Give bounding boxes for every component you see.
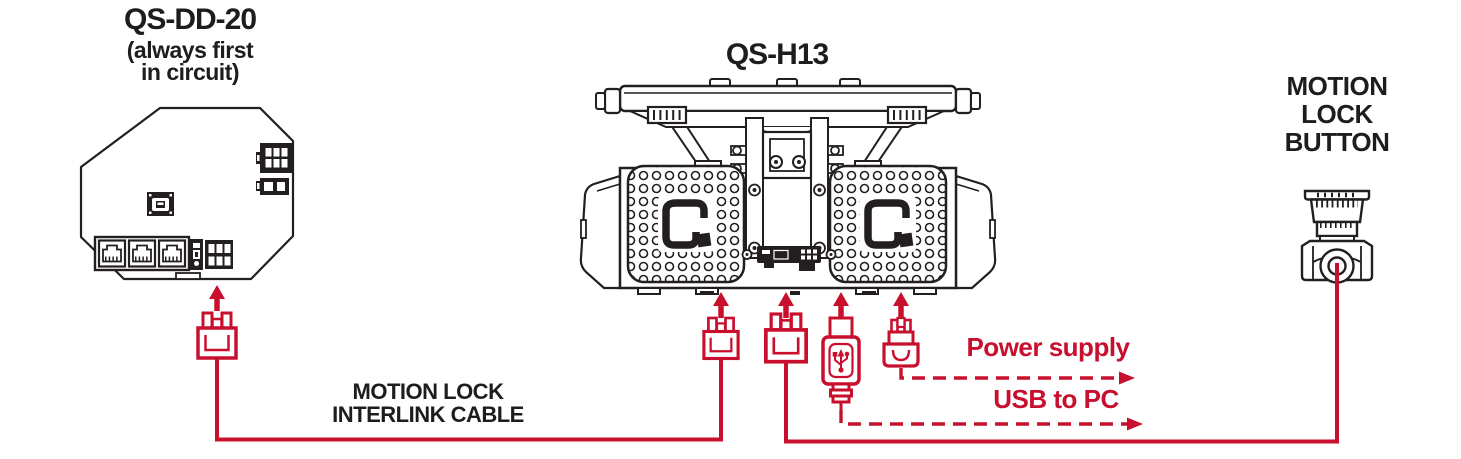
interlink-plug-icon	[196, 311, 238, 360]
interlink-plug-icon	[702, 316, 740, 361]
cabling-layer	[196, 263, 1339, 444]
power-supply-label: Power supply	[966, 332, 1130, 362]
right-device-title-line2: LOCK	[1301, 99, 1373, 129]
under-bar-plate	[629, 105, 945, 136]
left-device-title: QS-DD-20	[123, 3, 257, 36]
qs-dd-20-illustration	[79, 106, 295, 281]
six-pin-connector-bottom	[205, 240, 233, 269]
qs-h13-illustration	[579, 78, 997, 295]
center-device-title: QS-H13	[725, 38, 829, 71]
interlink-cable-label-line1: MOTION LOCK	[352, 379, 504, 404]
right-device-title-line3: BUTTON	[1284, 127, 1390, 157]
left-device-subtitle-line1: (always first	[126, 37, 254, 63]
interlink-plug-icon	[764, 312, 808, 364]
housing-notch	[175, 272, 201, 280]
left-grille	[626, 164, 746, 284]
rj45-jack	[159, 241, 185, 267]
arrow-up-icon	[209, 285, 225, 311]
rj45-jack	[99, 241, 125, 267]
dip-switch	[190, 239, 203, 270]
interlink-cable-label-line2: INTERLINK CABLE	[332, 402, 524, 427]
rj45-jack	[129, 241, 155, 267]
interlink-cable-right	[784, 263, 1339, 444]
connector-panel	[741, 246, 837, 271]
power-cable-dashed	[899, 368, 1119, 380]
arrow-up-icon	[893, 292, 909, 318]
right-grille	[828, 164, 948, 284]
emergency-stop-button-illustration	[1300, 189, 1374, 284]
right-device-title-line1: MOTION	[1286, 71, 1389, 101]
left-device-subtitle-line2: in circuit)	[140, 59, 240, 85]
bottom-port-row	[93, 235, 233, 272]
arrow-up-icon	[833, 292, 849, 318]
arrow-right-icon	[1119, 371, 1135, 385]
arrow-right-icon	[1127, 417, 1143, 431]
six-pin-connector-top	[256, 143, 292, 173]
two-pin-connector	[256, 178, 289, 195]
arrow-up-icon	[713, 292, 729, 318]
top-mounting-bar	[595, 78, 981, 115]
power-plug-icon	[882, 316, 920, 368]
interlink-cable-left	[215, 356, 723, 442]
usb-plug-icon	[821, 316, 861, 410]
usb-b-port	[147, 192, 174, 216]
usb-cable-dashed	[839, 410, 1127, 426]
usb-to-pc-label: USB to PC	[993, 384, 1119, 414]
